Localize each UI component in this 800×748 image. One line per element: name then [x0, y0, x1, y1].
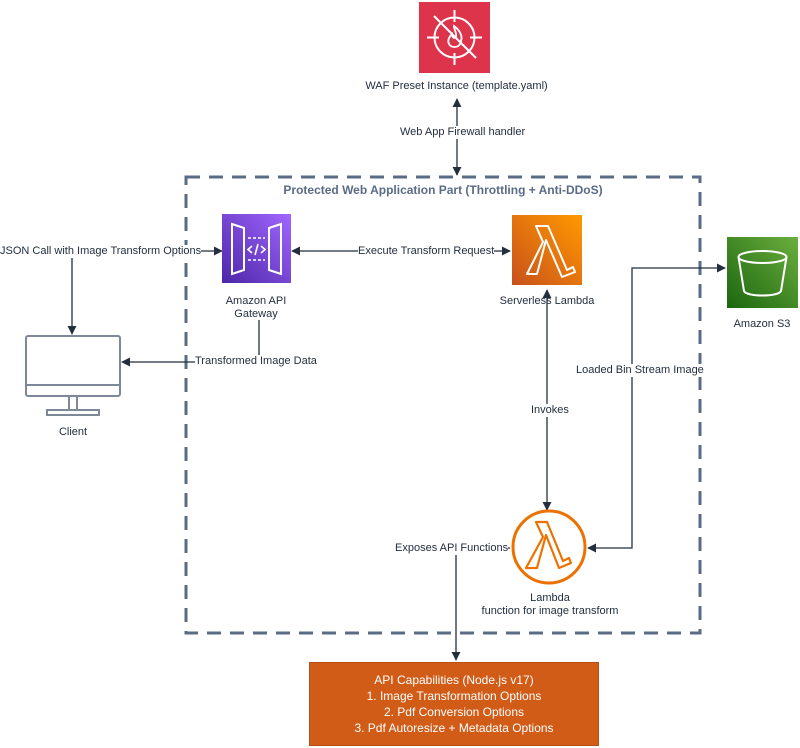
waf-label: WAF Preset Instance (template.yaml)	[365, 80, 548, 92]
api-capabilities-box[interactable]: API Capabilities (Node.js v17) 1. Image …	[309, 662, 599, 746]
api-capability-item: 3. Pdf Autoresize + Metadata Options	[354, 721, 554, 735]
api-gateway-label-line1: Amazon API	[225, 295, 287, 307]
api-capabilities-title: API Capabilities (Node.js v17)	[374, 673, 534, 687]
serverless-lambda-label: Serverless Lambda	[499, 295, 595, 307]
edge-label-transformed-data: Transformed Image Data	[195, 355, 317, 368]
lambda-icon[interactable]	[512, 215, 582, 285]
api-gateway-label-line2: Gateway	[234, 308, 278, 320]
client-monitor-icon[interactable]	[25, 335, 121, 416]
edge-loaded-stream	[587, 263, 726, 553]
edge-label-execute-transform: Execute Transform Request	[358, 245, 495, 258]
protected-group-title: Protected Web Application Part (Throttli…	[283, 183, 603, 197]
lambda-function-label: Lambda function for image transform	[470, 592, 630, 618]
s3-bucket-icon[interactable]	[727, 237, 798, 308]
edge-label-exposes-api: Exposes API Functions	[395, 542, 509, 555]
edge-label-loaded-stream: Loaded Bin Stream Image	[576, 364, 704, 377]
api-gateway-label: Amazon API Gateway	[206, 295, 306, 321]
client-label: Client	[58, 426, 88, 438]
s3-label: Amazon S3	[733, 318, 791, 330]
edge-label-json-call: JSON Call with Image Transform Options	[0, 245, 202, 258]
lambda-function-label-line2: function for image transform	[481, 605, 619, 617]
waf-firewall-icon[interactable]	[419, 2, 490, 73]
api-capability-item: 1. Image Transformation Options	[366, 689, 542, 703]
edge-label-waf-handler: Web App Firewall handler	[400, 126, 526, 139]
lambda-function-icon[interactable]	[511, 509, 587, 585]
api-capability-item: 2. Pdf Conversion Options	[383, 705, 525, 719]
api-gateway-icon[interactable]	[222, 214, 291, 283]
edge-label-invokes: Invokes	[531, 404, 569, 417]
lambda-function-label-line1: Lambda	[530, 592, 570, 604]
